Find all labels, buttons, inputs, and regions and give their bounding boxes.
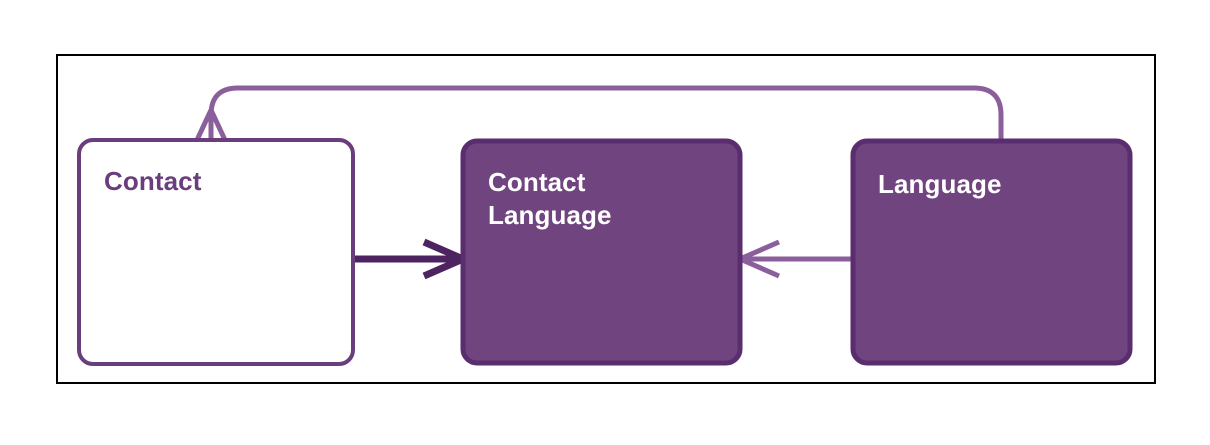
crows-foot-icon-contactlanguage-left [422, 238, 465, 280]
entity-language[interactable]: Language [850, 138, 1133, 366]
entity-contact-language-box[interactable] [460, 138, 743, 366]
entity-contact-language[interactable]: Contact Language [460, 138, 743, 366]
entity-language-label-line-1: Language [878, 169, 1002, 199]
entity-language-label: Language [878, 169, 1002, 199]
relationship-line-language-contact [208, 85, 1004, 141]
entity-contact-language-label-line-2: Language [488, 200, 612, 230]
relationship-language-contact[interactable] [194, 85, 1004, 142]
crows-foot-icon-contact-top [194, 108, 228, 142]
relationship-contact-contactlanguage[interactable] [353, 238, 465, 280]
entity-contact-language-label-line-1: Contact [488, 167, 586, 197]
relationship-language-contactlanguage[interactable] [739, 239, 853, 279]
entity-contact-language-label: Contact Language [488, 167, 612, 230]
crows-foot-icon-contactlanguage-right [739, 239, 780, 279]
entity-contact[interactable]: Contact [77, 138, 355, 366]
entity-contact-label: Contact [104, 166, 202, 196]
entity-language-box[interactable] [850, 138, 1133, 366]
entity-contact-box[interactable] [77, 138, 355, 366]
entity-contact-label-line-1: Contact [104, 166, 202, 196]
